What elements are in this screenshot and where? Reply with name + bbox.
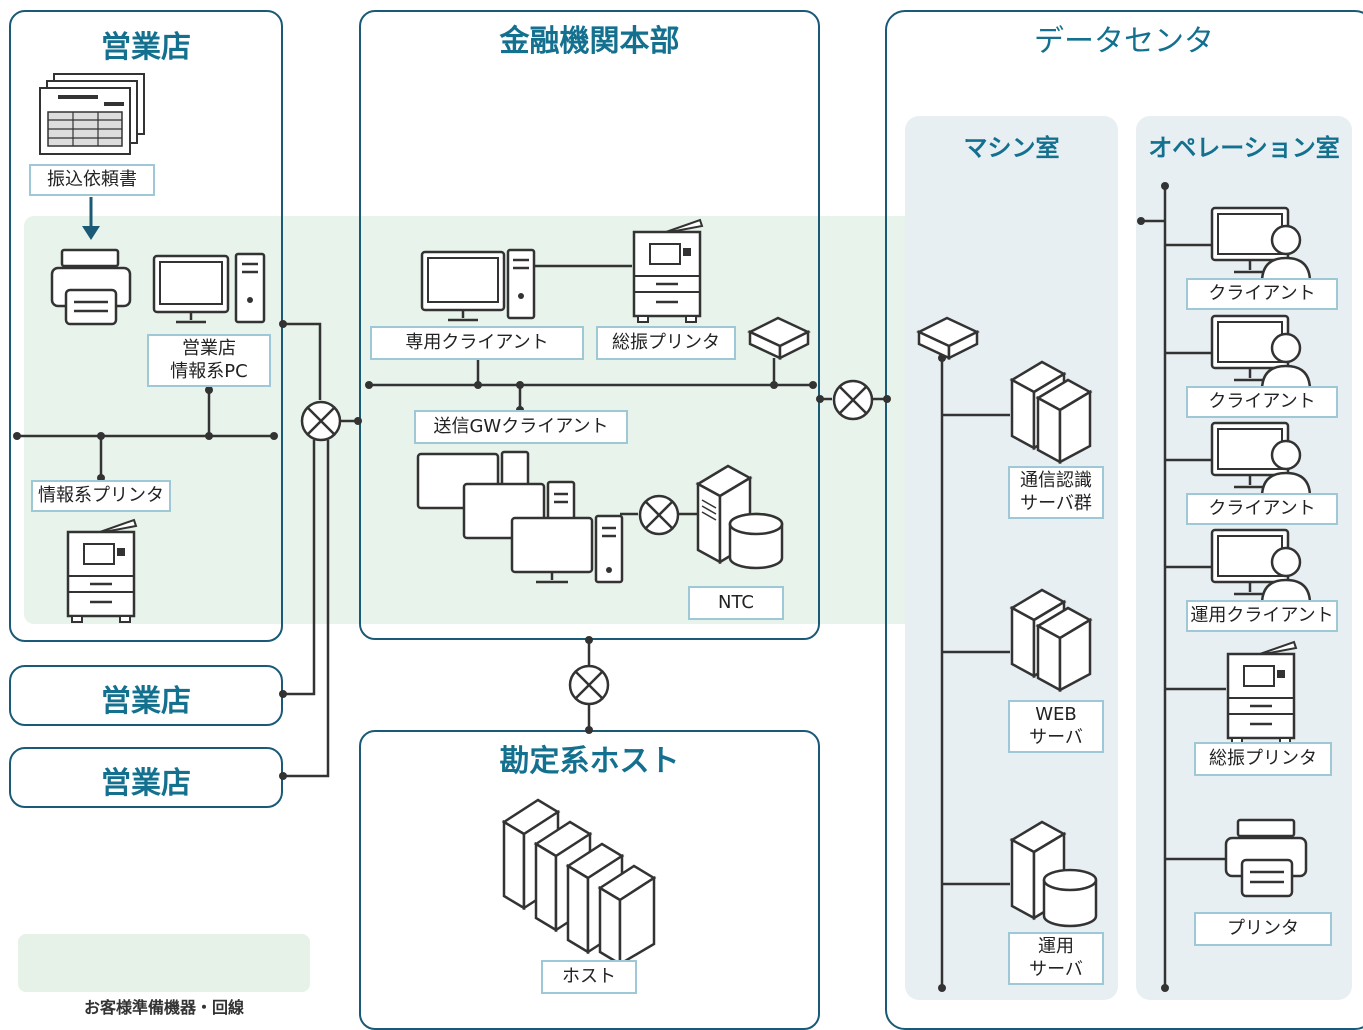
client-user-icon-2 — [1210, 314, 1312, 392]
branch-2-title: 営業店 — [101, 684, 191, 719]
auth-servers-label-line2: サーバ群 — [1020, 492, 1092, 514]
router-icon-host — [568, 664, 610, 706]
client-label-1: クライアント — [1186, 278, 1338, 310]
info-printer-label: 情報系プリンタ — [31, 480, 171, 512]
auth-servers-icon — [1009, 360, 1093, 465]
branch-title: 営業店 — [101, 30, 191, 65]
router-icon-ntc — [638, 494, 680, 536]
branch-pc-label: 営業店 情報系PC — [147, 334, 271, 387]
ntc-server-icon — [695, 464, 784, 570]
router-icon-branch — [300, 400, 342, 442]
client-label-3: クライアント — [1186, 493, 1338, 525]
host-servers-icon — [501, 798, 657, 967]
operation-room-title: オペレーション室 — [1148, 134, 1340, 162]
ops-client-user-icon — [1210, 528, 1312, 606]
transfer-printer-icon — [632, 218, 704, 323]
ops-client-label: 運用クライアント — [1186, 600, 1338, 632]
legend-swatch — [18, 934, 310, 992]
host-label: ホスト — [541, 960, 637, 994]
web-server-icon — [1009, 588, 1093, 693]
ops-server-label-line1: 運用 — [1038, 936, 1074, 957]
printer-icon — [1224, 818, 1308, 898]
auth-servers-label-line1: 通信認識 — [1020, 470, 1092, 491]
machine-room-title: マシン室 — [963, 134, 1060, 162]
gw-client-pcs-icon — [416, 450, 624, 584]
ntc-label: NTC — [688, 586, 784, 620]
send-gw-client-label: 送信GWクライアント — [414, 410, 628, 444]
dedicated-client-label: 専用クライアント — [370, 326, 584, 360]
multifunction-printer-icon — [66, 518, 138, 623]
dc-switch-icon — [916, 316, 980, 361]
legend-label: お客様準備機器・回線 — [83, 998, 244, 1017]
host-title: 勘定系ホスト — [499, 744, 680, 779]
ops-transfer-printer-label: 総振プリンタ — [1194, 742, 1332, 776]
fax-machine-icon — [50, 248, 132, 326]
client-user-icon-3 — [1210, 421, 1312, 499]
branch-pc-label-line1: 営業店 — [182, 338, 236, 359]
ops-server-label: 運用 サーバ — [1008, 932, 1104, 985]
ops-transfer-printer-icon — [1226, 640, 1298, 745]
datacenter-title: データセンタ — [1034, 24, 1214, 59]
printer-label: プリンタ — [1194, 912, 1332, 946]
hq-title: 金融機関本部 — [499, 24, 680, 59]
desktop-pc-icon — [152, 252, 266, 324]
hq-switch-icon — [747, 316, 811, 361]
form-document-icon — [39, 73, 145, 155]
web-server-label-line2: サーバ — [1029, 726, 1083, 748]
dedicated-client-pc-icon — [420, 248, 536, 322]
web-server-label: WEB サーバ — [1008, 700, 1104, 753]
ops-server-icon — [1009, 820, 1098, 928]
transfer-request-label: 振込依頼書 — [29, 164, 155, 196]
branch-pc-label-line2: 情報系PC — [170, 360, 248, 382]
client-label-2: クライアント — [1186, 386, 1338, 418]
ops-server-label-line2: サーバ — [1029, 958, 1083, 980]
transfer-printer-label: 総振プリンタ — [596, 326, 736, 360]
router-icon-datacenter — [832, 379, 874, 421]
branch-3-title: 営業店 — [101, 766, 191, 801]
client-user-icon-1 — [1210, 206, 1312, 284]
web-server-label-line1: WEB — [1035, 704, 1077, 725]
auth-servers-label: 通信認識 サーバ群 — [1008, 466, 1104, 519]
